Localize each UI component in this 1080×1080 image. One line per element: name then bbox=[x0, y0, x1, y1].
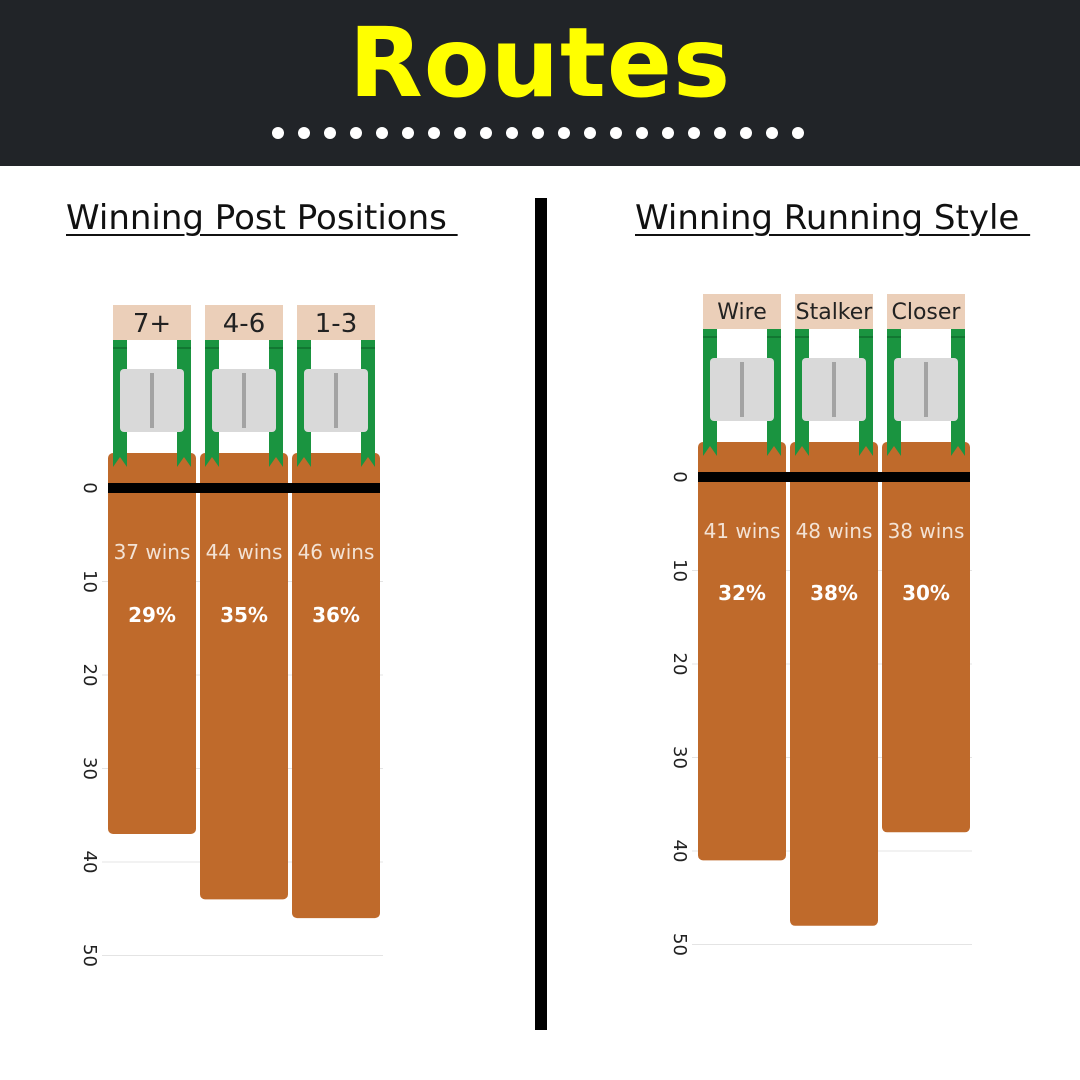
dot-decoration bbox=[636, 127, 648, 139]
category-label: 1-3 bbox=[315, 309, 357, 339]
percent-label: 35% bbox=[220, 603, 268, 627]
gate-notch bbox=[795, 446, 809, 456]
dot-decoration bbox=[428, 127, 440, 139]
category-label-box bbox=[795, 294, 873, 329]
y-tick-label: 0 bbox=[669, 471, 690, 482]
chart-style: 0 10 20 30 40 50 Wire 41 wins 32% Stalker 48 wins 3… bbox=[669, 294, 972, 956]
dot-decoration bbox=[454, 127, 466, 139]
category-label: 7+ bbox=[133, 309, 171, 339]
dot-decoration bbox=[272, 127, 284, 139]
dot-decoration bbox=[298, 127, 310, 139]
percent-label: 32% bbox=[718, 581, 766, 605]
vertical-divider bbox=[535, 198, 547, 1030]
bar bbox=[698, 442, 786, 861]
bar bbox=[882, 442, 970, 833]
gate-notch bbox=[859, 446, 873, 456]
dot-decoration bbox=[376, 127, 388, 139]
dot-decoration bbox=[792, 127, 804, 139]
gate-notch bbox=[297, 457, 311, 467]
chart-title-running-style: Winning Running Style bbox=[635, 198, 1031, 238]
dot-decoration bbox=[688, 127, 700, 139]
page-title: Routes bbox=[348, 7, 732, 119]
y-tick-label: 30 bbox=[79, 757, 100, 780]
y-tick-label: 10 bbox=[79, 570, 100, 593]
dot-decoration bbox=[584, 127, 596, 139]
category-label-box bbox=[205, 305, 283, 340]
wins-label: 37 wins bbox=[114, 540, 191, 564]
wins-label: 38 wins bbox=[888, 519, 965, 543]
dot-decoration bbox=[324, 127, 336, 139]
dot-decoration bbox=[402, 127, 414, 139]
dot-decoration bbox=[558, 127, 570, 139]
gate-notch bbox=[205, 457, 219, 467]
gate-notch bbox=[887, 446, 901, 456]
category-label-box bbox=[297, 305, 375, 340]
gate-notch bbox=[113, 457, 127, 467]
y-tick-label: 20 bbox=[79, 664, 100, 687]
zero-baseline bbox=[108, 483, 380, 493]
zero-baseline bbox=[698, 472, 970, 482]
category-label: Wire bbox=[717, 300, 766, 325]
dot-decoration bbox=[506, 127, 518, 139]
gate-notch bbox=[177, 457, 191, 467]
dot-decoration bbox=[480, 127, 492, 139]
chart-post: 0 10 20 30 40 50 7+ 37 wins 29% 4-6 44 wins 35% 1-3 4… bbox=[79, 305, 383, 967]
percent-label: 36% bbox=[312, 603, 360, 627]
y-tick-label: 50 bbox=[79, 944, 100, 967]
percent-label: 38% bbox=[810, 581, 858, 605]
gate-notch bbox=[767, 446, 781, 456]
bar bbox=[790, 442, 878, 926]
header-banner: Routes bbox=[0, 0, 1080, 166]
y-tick-label: 10 bbox=[669, 559, 690, 582]
y-tick-label: 40 bbox=[79, 851, 100, 874]
wins-label: 44 wins bbox=[206, 540, 283, 564]
wins-label: 41 wins bbox=[704, 519, 781, 543]
bar bbox=[292, 453, 380, 919]
dot-decoration bbox=[662, 127, 674, 139]
dot-row-decoration bbox=[272, 127, 804, 141]
dot-decoration bbox=[714, 127, 726, 139]
y-tick-label: 30 bbox=[669, 746, 690, 769]
bar bbox=[200, 453, 288, 900]
y-tick-label: 0 bbox=[79, 482, 100, 493]
category-label: Stalker bbox=[796, 300, 874, 325]
wins-label: 46 wins bbox=[298, 540, 375, 564]
dot-decoration bbox=[766, 127, 778, 139]
category-label: Closer bbox=[892, 300, 962, 325]
bar bbox=[108, 453, 196, 834]
chart-title-post-positions: Winning Post Positions bbox=[66, 198, 458, 238]
gate-notch bbox=[703, 446, 717, 456]
wins-label: 48 wins bbox=[796, 519, 873, 543]
y-tick-label: 20 bbox=[669, 653, 690, 676]
gate-notch bbox=[951, 446, 965, 456]
percent-label: 30% bbox=[902, 581, 950, 605]
dot-decoration bbox=[740, 127, 752, 139]
dot-decoration bbox=[610, 127, 622, 139]
gate-notch bbox=[269, 457, 283, 467]
category-label-box bbox=[887, 294, 965, 329]
y-tick-label: 40 bbox=[669, 840, 690, 863]
category-label: 4-6 bbox=[223, 309, 265, 339]
y-tick-label: 50 bbox=[669, 933, 690, 956]
category-label-box bbox=[703, 294, 781, 329]
dot-decoration bbox=[350, 127, 362, 139]
dot-decoration bbox=[532, 127, 544, 139]
percent-label: 29% bbox=[128, 603, 176, 627]
category-label-box bbox=[113, 305, 191, 340]
gate-notch bbox=[361, 457, 375, 467]
